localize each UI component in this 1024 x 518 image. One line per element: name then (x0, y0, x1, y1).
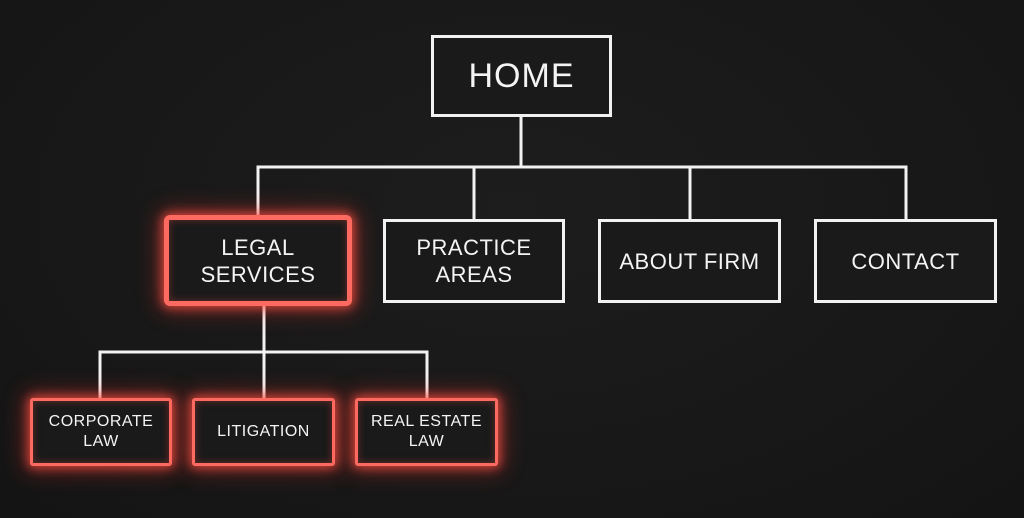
node-legal-services-label: LEGAL SERVICES (200, 234, 316, 287)
node-about-firm[interactable]: ABOUT FIRM (598, 219, 781, 303)
node-real-estate-law-label: REAL ESTATE LAW (370, 413, 482, 450)
node-corporate-law[interactable]: CORPORATE LAW (30, 398, 172, 466)
node-practice-areas-label: PRACTICE AREAS (416, 235, 532, 287)
node-home[interactable]: HOME (431, 35, 612, 117)
node-corporate-law-label: CORPORATE LAW (48, 413, 154, 450)
node-practice-areas[interactable]: PRACTICE AREAS (383, 219, 565, 303)
node-about-firm-label: ABOUT FIRM (619, 248, 760, 274)
node-real-estate-law[interactable]: REAL ESTATE LAW (355, 398, 498, 466)
node-litigation[interactable]: LITIGATION (192, 398, 335, 466)
node-legal-services[interactable]: LEGAL SERVICES (164, 215, 352, 306)
node-contact-label: CONTACT (851, 248, 960, 274)
node-home-label: HOME (468, 56, 575, 95)
node-contact[interactable]: CONTACT (814, 219, 997, 303)
node-litigation-label: LITIGATION (217, 423, 310, 440)
